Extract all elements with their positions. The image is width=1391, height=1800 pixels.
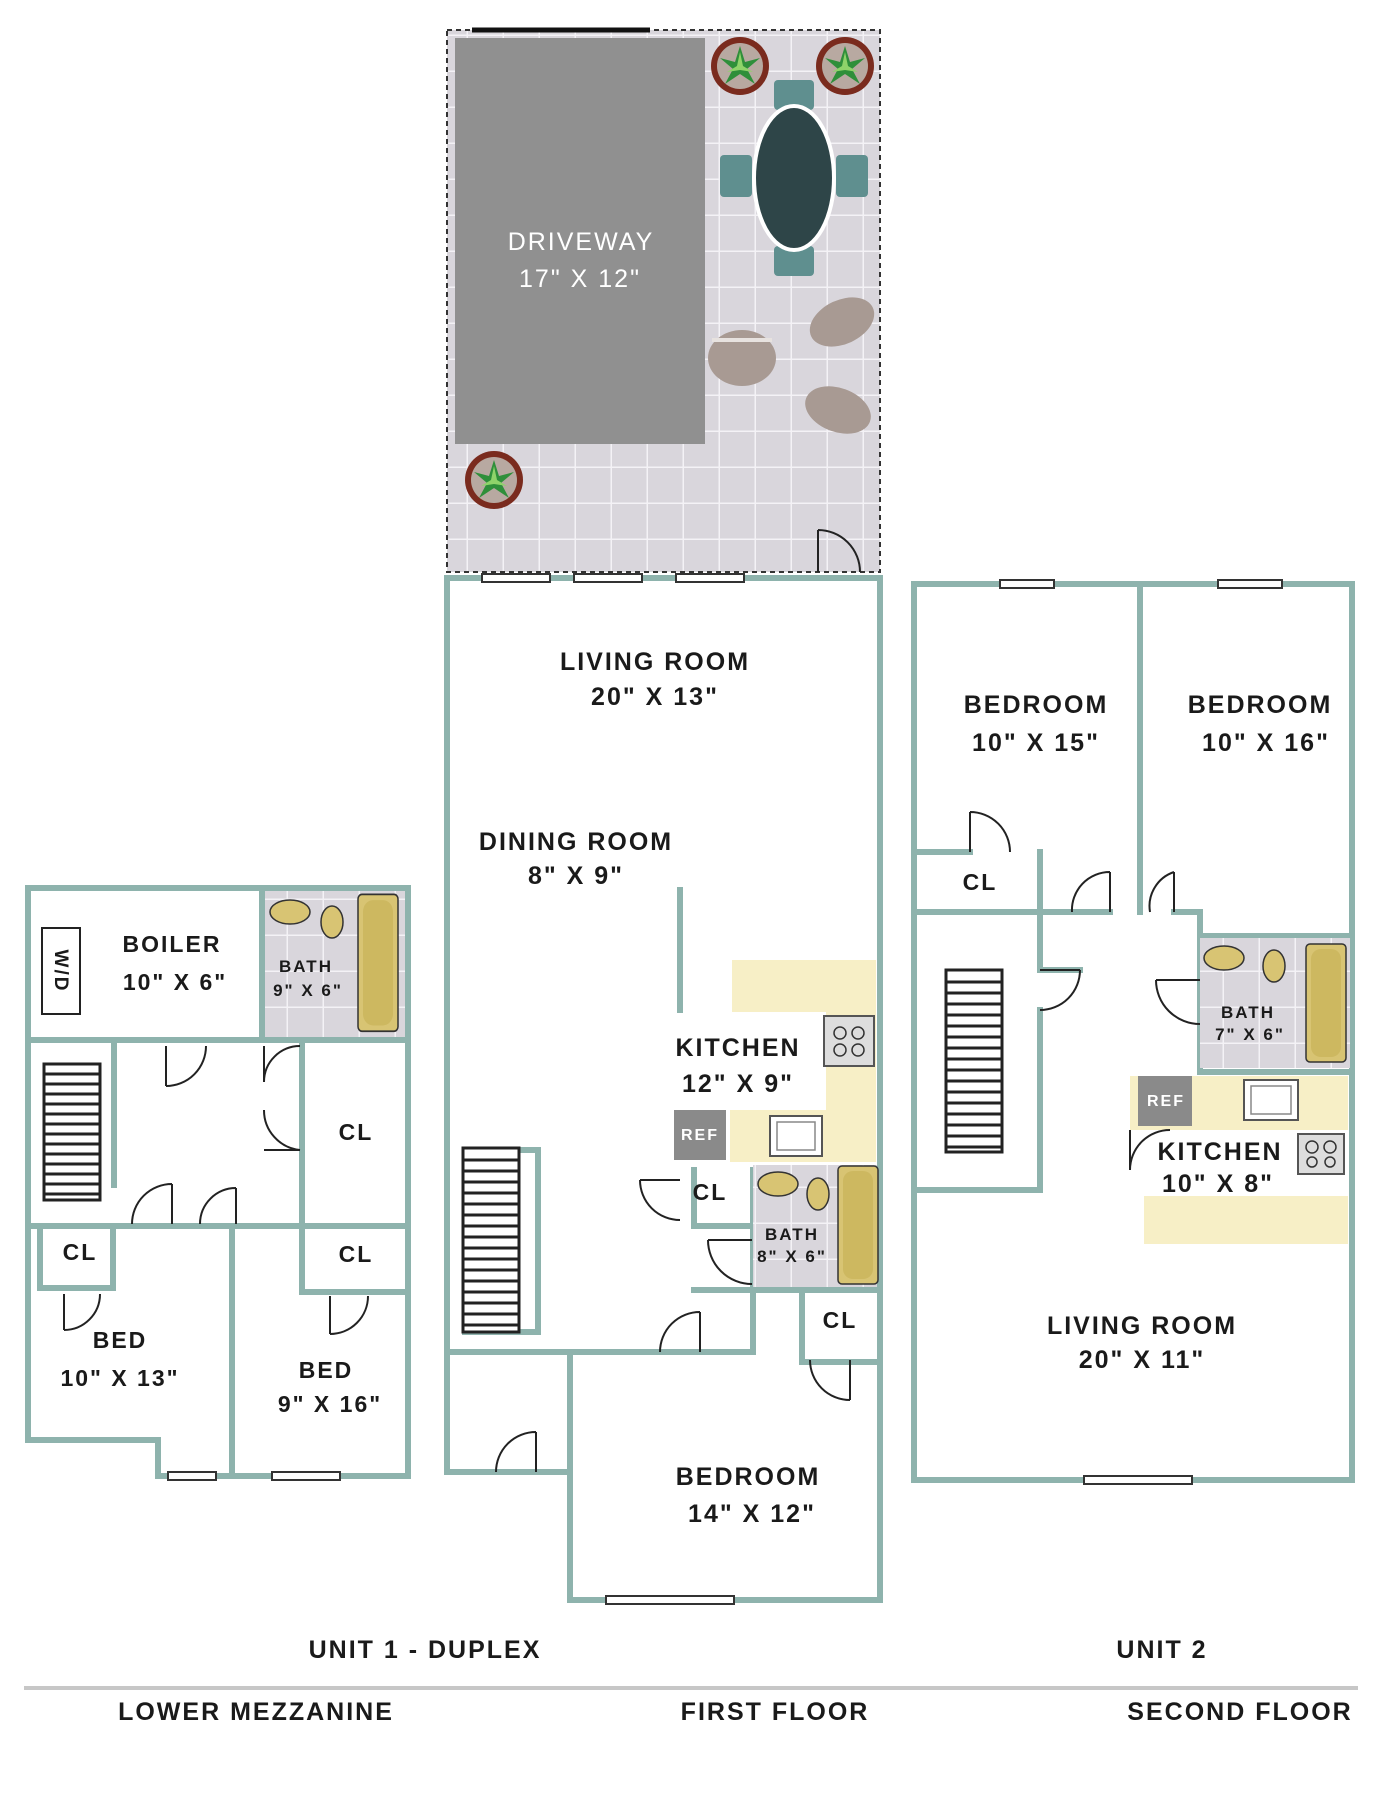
bath-size: 9" X 6" (273, 981, 343, 1000)
bath-size: 8" X 6" (757, 1247, 827, 1266)
bath-name: BATH (1221, 1003, 1275, 1022)
lower-mezzanine-plan: W/D BATH 9" X 6" BOILER 10" X 6" CL CL C… (25, 885, 411, 1481)
stove-icon (823, 1015, 875, 1067)
second-floor-plan: REF BATH 7" X 6" BEDROOM (911, 579, 1355, 1485)
lounge-chair-icon (708, 297, 875, 434)
bathtub-icon (1305, 943, 1347, 1063)
bath-name: BATH (279, 957, 333, 976)
sink-icon (269, 899, 311, 925)
bedroom-size: 14" X 12" (688, 1500, 816, 1528)
bathtub-icon (837, 1165, 879, 1285)
window (271, 1471, 341, 1481)
kitchen-name: KITCHEN (675, 1034, 800, 1062)
driveway-name: DRIVEWAY (508, 228, 655, 256)
window (1217, 579, 1283, 589)
window (999, 579, 1055, 589)
staircase-icon (461, 1146, 521, 1334)
staircase-icon (42, 1062, 102, 1202)
washer-dryer-icon (41, 927, 81, 1015)
closet-label: CL (63, 1239, 98, 1265)
bedroom-size: 10" X 15" (972, 729, 1100, 757)
second-floor-label: SECOND FLOOR (1127, 1698, 1352, 1726)
toilet-icon (1262, 949, 1286, 983)
bedroom-name: BEDROOM (676, 1463, 821, 1491)
living-room-size: 20" X 13" (591, 683, 719, 711)
bed-size: 10" X 13" (60, 1365, 179, 1391)
bedroom-name: BEDROOM (964, 691, 1109, 719)
sink-icon (769, 1115, 823, 1157)
bathtub-icon (357, 893, 399, 1033)
dining-table-icon (720, 80, 868, 276)
plant-icon (816, 37, 874, 95)
washer-dryer-label: W/D (50, 950, 71, 993)
fridge-icon (674, 1110, 726, 1160)
bath-size: 7" X 6" (1215, 1025, 1285, 1044)
closet-label: CL (823, 1307, 858, 1333)
lower-mezzanine-label: LOWER MEZZANINE (118, 1698, 394, 1726)
staircase-icon (944, 968, 1004, 1154)
toilet-icon (806, 1177, 830, 1211)
window (573, 573, 643, 583)
plant-icon (711, 37, 769, 95)
boiler-name: BOILER (123, 931, 222, 957)
living-room-name: LIVING ROOM (1047, 1312, 1237, 1340)
kitchen-counter (732, 960, 876, 1012)
bed-name: BED (93, 1327, 148, 1353)
window (481, 573, 551, 583)
stove-icon (1297, 1133, 1345, 1175)
kitchen-ref-label: REF (1147, 1093, 1185, 1110)
first-floor-label: FIRST FLOOR (681, 1698, 870, 1726)
driveway-area (455, 38, 705, 444)
window (167, 1471, 217, 1481)
bed-name: BED (299, 1357, 354, 1383)
boiler-size: 10" X 6" (123, 969, 227, 995)
bath-name: BATH (765, 1225, 819, 1244)
unit2-title: UNIT 2 (1116, 1636, 1207, 1664)
kitchen-size: 10" X 8" (1162, 1170, 1274, 1198)
kitchen-counter (1144, 1196, 1348, 1244)
closet-label: CL (693, 1179, 728, 1205)
closet-label: CL (339, 1119, 374, 1145)
kitchen-ref-label: REF (681, 1127, 719, 1144)
first-floor-plan: REF BATH 8" X 6" LIVING ROOM 20" X 13" D… (444, 529, 883, 1605)
kitchen-name: KITCHEN (1157, 1138, 1282, 1166)
living-room-size: 20" X 11" (1079, 1346, 1206, 1374)
bedroom-size: 10" X 16" (1202, 729, 1330, 757)
unit1-title: UNIT 1 - DUPLEX (309, 1636, 542, 1664)
patio: DRIVEWAY 17" X 12" (446, 27, 881, 573)
window (1083, 1475, 1193, 1485)
toilet-icon (320, 905, 344, 939)
plan-legend: UNIT 1 - DUPLEX UNIT 2 LOWER MEZZANINE F… (24, 1636, 1358, 1726)
sink-icon (1243, 1079, 1299, 1121)
kitchen-size: 12" X 9" (682, 1070, 794, 1098)
sink-icon (757, 1171, 799, 1197)
closet-label: CL (963, 869, 998, 895)
living-room-name: LIVING ROOM (560, 648, 750, 676)
fridge-icon (1138, 1076, 1192, 1126)
plant-icon (465, 451, 523, 509)
sink-icon (1203, 945, 1245, 971)
dining-room-name: DINING ROOM (479, 828, 673, 856)
bedroom-name: BEDROOM (1188, 691, 1333, 719)
window (605, 1595, 735, 1605)
closet-label: CL (339, 1241, 374, 1267)
bed-size: 9" X 16" (278, 1391, 382, 1417)
driveway-size: 17" X 12" (519, 265, 641, 293)
dining-room-size: 8" X 9" (528, 862, 624, 890)
window (675, 573, 745, 583)
